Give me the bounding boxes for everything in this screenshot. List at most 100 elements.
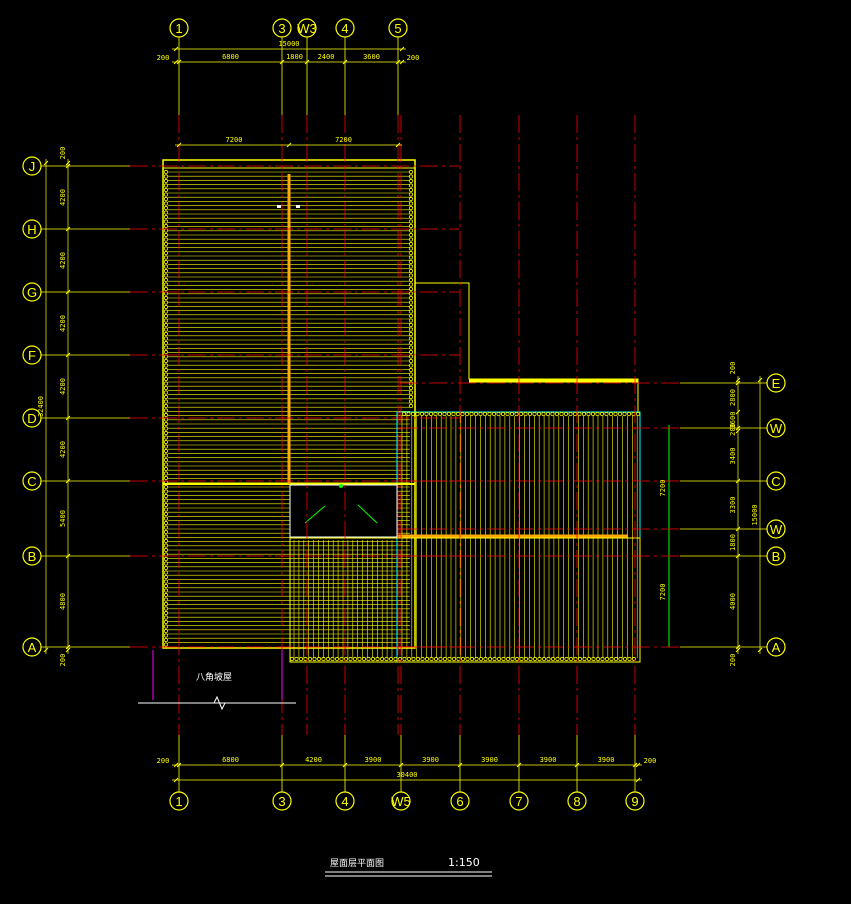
parapet-bead [590, 411, 596, 417]
dim-label: 3900 [365, 756, 382, 764]
parapet-bead [163, 318, 169, 323]
dim-tick [635, 777, 641, 783]
parapet-bead [581, 411, 587, 417]
dim-label: 1800 [286, 53, 303, 61]
parapet-bead [384, 656, 389, 662]
parapet-bead [163, 624, 169, 629]
parapet-bead [408, 277, 414, 283]
parapet-bead [608, 411, 614, 417]
parapet-bead [424, 656, 430, 662]
dim-tick [173, 762, 179, 768]
parapet-bead [163, 201, 169, 206]
parapet-bead [163, 259, 169, 265]
dim-tick [735, 428, 741, 434]
parapet-bead [604, 411, 609, 417]
parapet-bead [618, 656, 623, 662]
dim-label: 6800 [222, 756, 239, 764]
parapet-bead [595, 656, 601, 662]
axis-label: A [772, 640, 781, 655]
parapet-bead [330, 656, 335, 662]
parapet-bead [408, 178, 414, 184]
axis-label: E [772, 376, 781, 391]
dim-label: 2400 [318, 53, 335, 61]
parapet-bead [163, 430, 169, 436]
parapet-bead [163, 313, 169, 319]
parapet-bead [582, 656, 587, 662]
parapet-bead [536, 411, 542, 417]
drawing-scale: 1:150 [448, 856, 480, 869]
parapet-bead [527, 411, 533, 417]
parapet-bead [163, 205, 169, 211]
parapet-bead [473, 411, 479, 417]
axis-bubble-left-A: A [22, 637, 42, 657]
dim-label: 7200 [335, 136, 352, 144]
parapet-bead [163, 210, 169, 215]
axis-label: G [27, 285, 37, 300]
axis-label: D [27, 411, 36, 426]
parapet-bead [408, 376, 414, 382]
axis-bubble-left-B: B [22, 546, 42, 566]
parapet-bead [163, 642, 169, 647]
parapet-bead [469, 656, 475, 662]
axis-bubble-right-B: B [766, 546, 786, 566]
axis-bubble-left-G: G [22, 282, 42, 302]
parapet-bead [163, 304, 169, 310]
dim-label: 15000 [751, 504, 759, 525]
dim-label: 4800 [59, 593, 67, 610]
parapet-bead [554, 411, 560, 417]
parapet-bead [408, 241, 414, 247]
parapet-bead [163, 507, 169, 512]
parapet-bead [163, 444, 169, 449]
parapet-bead [163, 295, 169, 301]
parapet-bead [631, 656, 637, 662]
axis-bubble-right-W: W [766, 418, 786, 438]
parapet-bead [163, 448, 169, 454]
dim-label: 4200 [305, 756, 322, 764]
parapet-bead [532, 656, 538, 662]
dim-tick [173, 777, 179, 783]
parapet-bead [408, 304, 414, 310]
axis-bubble-top-5: 5 [388, 18, 408, 38]
dim-tick [399, 59, 405, 65]
dim-tick [65, 160, 71, 166]
parapet-bead [163, 556, 169, 562]
parapet-bead [408, 228, 414, 233]
dim-label: 30400 [396, 771, 417, 779]
parapet-bead [163, 376, 169, 382]
parapet-bead [419, 411, 425, 417]
parapet-bead [546, 656, 551, 662]
parapet-bead [622, 411, 627, 417]
dim-label: 3900 [481, 756, 498, 764]
parapet-bead [613, 411, 618, 417]
parapet-bead [339, 656, 344, 662]
parapet-bead [408, 300, 414, 305]
parapet-bead [163, 633, 169, 638]
parapet-bead [307, 656, 313, 662]
parapet-bead [163, 610, 169, 616]
parapet-bead [163, 462, 169, 467]
title-block: 屋面层平面图 1:150 [325, 856, 492, 877]
dim-tick [757, 647, 763, 653]
dim-label: 200 [407, 54, 420, 62]
dim-label: 200 [729, 423, 737, 436]
parapet-bead [487, 656, 493, 662]
parapet-bead [460, 411, 465, 417]
dim-label: 32400 [37, 396, 45, 417]
parapet-bead [163, 237, 169, 242]
parapet-bead [428, 411, 434, 417]
parapet-bead [433, 411, 438, 417]
parapet-bead [163, 367, 169, 373]
parapet-bead [514, 411, 519, 417]
parapet-bead [163, 336, 169, 341]
parapet-bead [163, 390, 169, 395]
axis-label: F [28, 348, 36, 363]
axis-label: 6 [456, 794, 463, 809]
parapet-bead [163, 219, 169, 224]
parapet-bead [163, 475, 169, 481]
axis-label: W [770, 421, 783, 436]
parapet-bead [408, 340, 414, 346]
parapet-bead [163, 457, 169, 463]
dim-label: 3600 [729, 412, 737, 429]
parapet-bead [408, 196, 414, 202]
